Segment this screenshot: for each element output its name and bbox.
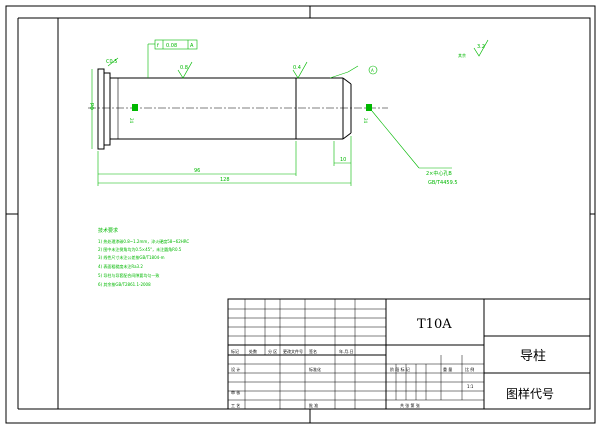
roughness-symbol-mid [292,61,308,79]
tech-item: 6) 其余按GB/T2861.1-2008 [98,281,151,287]
tolerance-value: 0.08 [166,43,177,49]
pillar-head [97,68,105,150]
chamfer-label: C0.5 [106,59,117,65]
row-check: 审 核 [231,389,240,395]
tech-item: 1) 热处理渗碳0.8~1.2mm，淬火硬度58~62HRC [98,238,189,244]
roughness-other-label: 其余 [458,52,466,58]
angle-right-label: 24 [363,118,368,124]
stage-header: 阶 段 标 记 [390,366,410,372]
length-dimensions [97,136,352,186]
tech-item: 3) 线性尺寸未注公差按GB/T1804-m [98,254,165,260]
title-block [227,298,591,410]
diameter-label: Φd [90,103,96,110]
material-label: T10A [417,317,452,332]
part-name: 导柱 [520,349,546,364]
rev-header-zone: 分 区 [268,348,277,354]
center-hole-right [366,104,372,111]
tolerance-symbol: f [157,43,159,49]
row-approve: 批 准 [309,402,318,408]
roughness-symbol-left [177,61,193,79]
tech-heading: 技术要求 [98,227,118,234]
pillar-head-shoulder [103,72,111,146]
roughness-left-label: 0.8 [180,65,188,71]
datum-circle [368,65,378,75]
center-hole-note-1: 2×中心孔B [426,170,452,177]
row-standard: 标准化 [309,366,321,372]
sheet-inner-frame [57,17,591,410]
row-design: 设 计 [231,366,240,372]
drawing-number: 图样代号 [506,386,554,401]
center-hole-leader [371,110,452,169]
chamfer-leader [107,57,119,67]
datum-label: A [371,68,374,73]
tolerance-datum: A [190,43,194,49]
zone-ticks [6,6,595,423]
tolerance-frame [147,39,198,78]
right-chamfer-leader [329,65,359,79]
length-96-label: 96 [194,168,200,174]
weight-header: 重 量 [443,366,452,372]
center-hole-note-2: GB/T4459.5 [428,180,458,186]
sheet-footer: 共 张 第 张 [400,402,420,408]
tech-item: 4) 表面粗糙度未注Ra3.2 [98,263,143,269]
rev-header-sign: 签名 [309,348,317,354]
angle-left-label: 24 [129,118,134,124]
tech-item: 5) 导柱与导套配合间隙要均匀一致 [98,272,159,278]
scale-header: 比 例 [465,366,474,372]
rev-header-count: 处数 [249,348,257,354]
roughness-mid-label: 0.4 [293,65,301,71]
length-128-label: 128 [220,177,230,183]
roughness-symbol-general [473,39,489,57]
rev-header-date: 年.月.日 [339,348,354,354]
tech-requirements: 技术要求 1) 热处理渗碳0.8~1.2mm，淬火硬度58~62HRC 2) 图… [98,227,189,287]
length-10-label: 10 [340,157,346,163]
rev-header-mark: 标记 [231,348,239,354]
tech-item: 2) 图中未注倒角均为0.5×45°，未注圆角R0.5 [98,246,182,252]
rev-header-file: 更改文件号 [283,348,303,354]
scale-value: 1:1 [467,384,474,389]
roughness-general-label: 3.2 [477,44,485,50]
row-process: 工 艺 [231,403,240,408]
center-hole-left [132,104,138,111]
